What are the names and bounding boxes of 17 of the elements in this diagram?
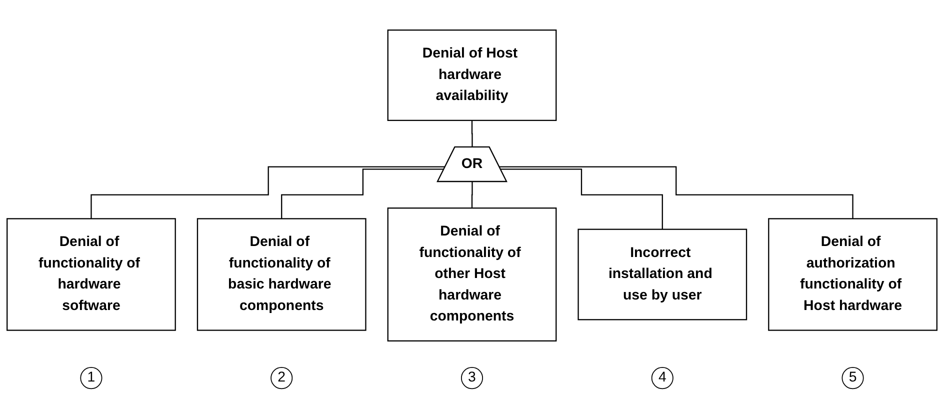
node-box — [387, 30, 557, 122]
node-box — [387, 208, 557, 342]
node-label: 3 — [468, 370, 476, 386]
node-label: 5 — [848, 370, 857, 386]
node-box — [6, 218, 176, 331]
node-box — [768, 218, 938, 331]
connector — [90, 166, 446, 220]
node-box — [196, 218, 366, 331]
connector — [471, 120, 474, 148]
node-label: 2 — [278, 370, 286, 386]
connector — [500, 168, 663, 230]
node-label: 4 — [658, 370, 666, 386]
connector — [281, 168, 444, 220]
connector — [499, 166, 854, 220]
node-box — [578, 228, 748, 320]
node-label: 1 — [87, 370, 96, 386]
connector — [471, 181, 474, 209]
